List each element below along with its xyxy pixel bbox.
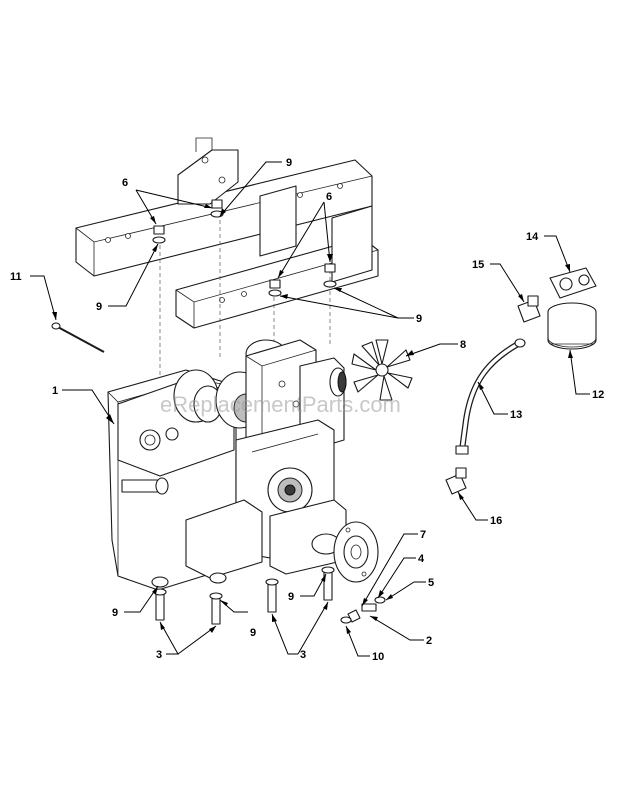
dipstick-rod	[51, 322, 105, 353]
callout-15: 15	[472, 259, 484, 271]
callout-9d: 9	[112, 607, 118, 619]
callout-9c: 9	[416, 313, 422, 325]
callout-6a: 6	[122, 177, 128, 189]
callout-9f: 9	[288, 591, 294, 603]
cooling-fan	[351, 339, 413, 401]
chassis-frame	[75, 137, 379, 380]
elbow-fitting-upper	[517, 295, 541, 323]
callout-6b: 6	[326, 191, 332, 203]
watermark: eReplacementParts.com	[160, 392, 401, 417]
callout-14: 14	[526, 231, 539, 243]
elbow-fitting-lower	[445, 467, 467, 495]
callout-9a: 9	[286, 157, 292, 169]
callout-10: 10	[372, 651, 384, 663]
callout-13: 13	[510, 409, 522, 421]
callout-1: 1	[52, 385, 58, 397]
callout-9b: 9	[96, 301, 102, 313]
flange-hardware	[340, 596, 386, 624]
callout-11: 11	[10, 271, 22, 283]
frame-bolts	[152, 199, 337, 297]
leader-lines	[30, 161, 590, 657]
callout-2: 2	[426, 635, 432, 647]
oil-filter	[547, 302, 597, 350]
callout-9e: 9	[250, 627, 256, 639]
callout-labels: 1 2 3 3 4 5 6 6 7 8 9 9 9 9 9 9 9 10 11 …	[10, 157, 604, 663]
mount-bolts	[153, 566, 335, 625]
filter-adapter	[549, 267, 597, 299]
callout-16: 16	[490, 515, 502, 527]
drive-flange	[333, 521, 379, 583]
callout-3b: 3	[300, 649, 306, 661]
callout-4: 4	[418, 553, 425, 565]
callout-5: 5	[428, 577, 434, 589]
callout-7: 7	[420, 529, 426, 541]
hydrostatic-transmission-assembly	[107, 339, 347, 591]
callout-12: 12	[592, 389, 604, 401]
callout-3a: 3	[156, 649, 162, 661]
oil-tube	[455, 338, 526, 455]
callout-8: 8	[460, 339, 466, 351]
